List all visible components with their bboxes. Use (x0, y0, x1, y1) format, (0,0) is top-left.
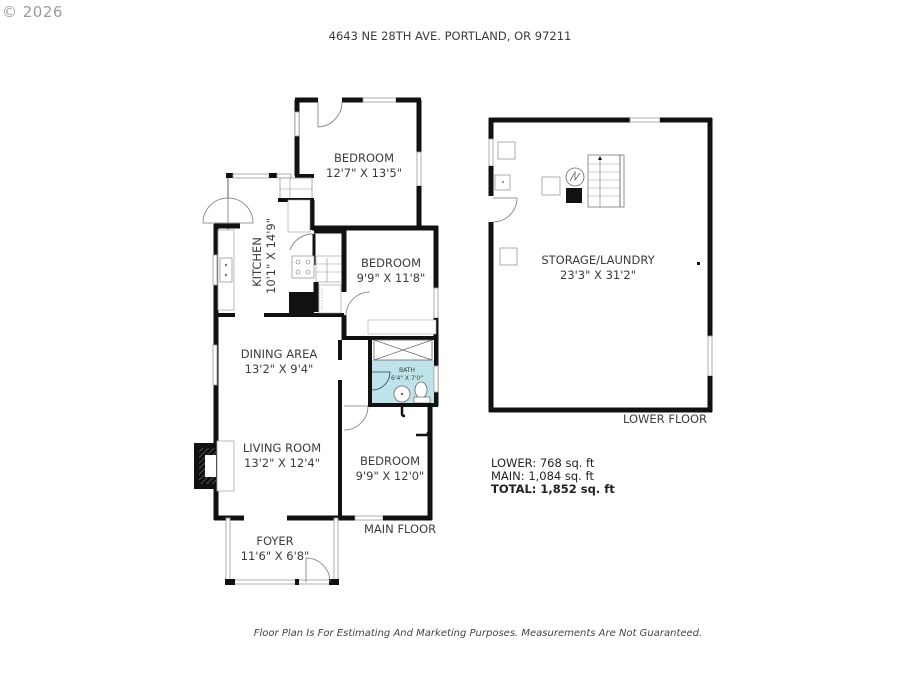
label-bedroom-3-dims: 9'9" X 12'0" (356, 469, 425, 483)
area-summary: LOWER: 768 sq. ft MAIN: 1,084 sq. ft TOT… (491, 457, 615, 496)
room-bedroom-1 (294, 97, 438, 231)
main-floor-plan (194, 97, 439, 585)
label-kitchen-dims: 10'1" X 14'9" (264, 218, 278, 294)
label-bedroom-1-name: BEDROOM (334, 151, 394, 165)
copyright-notice: © 2026 (2, 3, 63, 21)
label-dining-dims: 13'2" X 9'4" (245, 362, 314, 376)
label-living-name: LIVING ROOM (243, 441, 321, 455)
disclaimer-text: Floor Plan Is For Estimating And Marketi… (253, 628, 703, 639)
label-bedroom-3-name: BEDROOM (360, 454, 420, 468)
label-kitchen-name: KITCHEN (250, 237, 264, 287)
label-storage-laundry-dims: 23'3" X 31'2" (560, 268, 636, 282)
label-living-dims: 13'2" X 12'4" (244, 456, 320, 470)
property-address: 4643 NE 28TH AVE. PORTLAND, OR 97211 (328, 29, 572, 43)
label-foyer-name: FOYER (256, 534, 293, 548)
area-lower: LOWER: 768 sq. ft (491, 456, 595, 470)
label-dining-name: DINING AREA (241, 347, 318, 361)
label-bedroom-1-dims: 12'7" X 13'5" (326, 166, 402, 180)
area-main: MAIN: 1,084 sq. ft (491, 469, 594, 483)
room-bath (368, 336, 439, 407)
label-bedroom-2-name: BEDROOM (361, 256, 421, 270)
label-storage-laundry-name: STORAGE/LAUNDRY (541, 253, 655, 267)
area-total: TOTAL: 1,852 sq. ft (491, 482, 615, 496)
label-bath-name: BATH (399, 367, 415, 374)
lower-floor-label: LOWER FLOOR (623, 412, 707, 426)
label-bath-dims: 6'4" X 7'0" (391, 375, 423, 382)
label-foyer-dims: 11'6" X 6'8" (241, 549, 310, 563)
room-bedroom-3 (342, 405, 433, 521)
room-dining-living (194, 340, 342, 521)
room-bedroom-2 (341, 226, 439, 406)
lower-floor-plan (488, 117, 713, 413)
room-foyer (225, 517, 339, 585)
label-bedroom-2-dims: 9'9" X 11'8" (357, 271, 426, 285)
main-floor-label: MAIN FLOOR (364, 522, 436, 536)
